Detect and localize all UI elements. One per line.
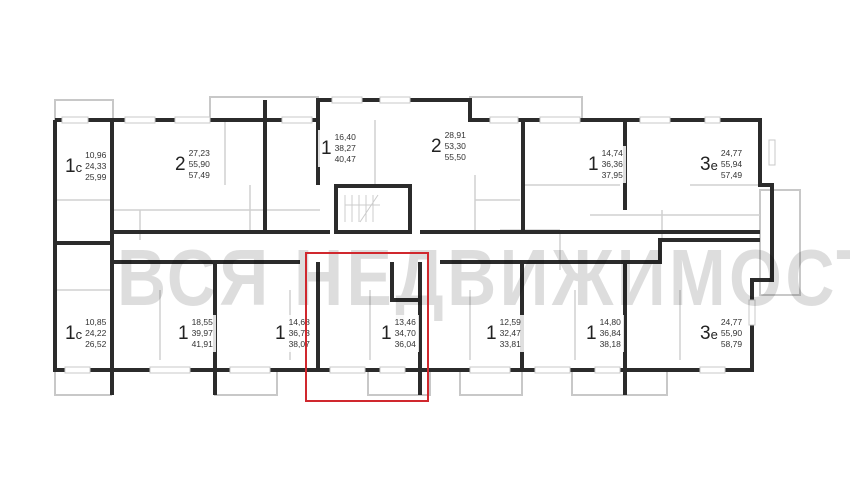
total-area: 55,94 xyxy=(720,159,743,169)
total-area-balcony: 25,99 xyxy=(85,172,107,182)
room-count: 1с xyxy=(65,322,83,344)
room-count: 2 xyxy=(175,153,186,175)
room-count: 1 xyxy=(275,322,286,344)
room-count: 1 xyxy=(321,137,332,159)
room-count: 2 xyxy=(431,135,442,157)
total-area-balcony: 57,49 xyxy=(188,170,210,180)
total-area: 24,22 xyxy=(85,328,107,338)
total-area-balcony: 38,18 xyxy=(599,339,621,349)
total-area-balcony: 36,04 xyxy=(394,339,416,349)
living-area: 18,55 xyxy=(191,317,213,327)
room-count: 1с xyxy=(65,155,83,177)
room-count: 1 xyxy=(486,322,497,344)
room-count: 1 xyxy=(586,322,597,344)
total-area: 39,97 xyxy=(191,328,213,338)
total-area-balcony: 55,50 xyxy=(444,152,466,162)
living-area: 27,23 xyxy=(188,148,210,158)
room-count: 1 xyxy=(381,322,392,344)
living-area: 28,91 xyxy=(444,130,466,140)
total-area: 34,70 xyxy=(394,328,416,338)
total-area: 55,90 xyxy=(720,328,743,338)
total-area: 32,47 xyxy=(499,328,521,338)
total-area: 36,84 xyxy=(599,328,621,338)
stairwell xyxy=(334,184,412,234)
total-area-balcony: 41,91 xyxy=(191,339,213,349)
living-area: 14,74 xyxy=(601,148,623,158)
total-area: 55,90 xyxy=(188,159,210,169)
total-area: 24,33 xyxy=(85,161,107,171)
room-count: 3е xyxy=(700,153,718,175)
total-area-balcony: 58,79 xyxy=(720,339,743,349)
living-area: 13,46 xyxy=(394,317,416,327)
living-area: 24,77 xyxy=(720,148,743,158)
room-count: 1 xyxy=(588,153,599,175)
living-area: 10,96 xyxy=(85,150,107,160)
total-area: 38,27 xyxy=(334,143,356,153)
total-area: 36,73 xyxy=(288,328,310,338)
living-area: 12,59 xyxy=(499,317,521,327)
watermark: ВСЯ НЕДВИЖИМОСТЬ xyxy=(117,233,850,322)
total-area-balcony: 40,47 xyxy=(334,154,356,164)
living-area: 10,85 xyxy=(85,317,107,327)
total-area-balcony: 33,81 xyxy=(499,339,521,349)
living-area: 14,80 xyxy=(599,317,621,327)
windows xyxy=(61,96,776,374)
total-area-balcony: 38,07 xyxy=(288,339,310,349)
living-area: 16,40 xyxy=(334,132,356,142)
room-count: 1 xyxy=(178,322,189,344)
total-area: 53,30 xyxy=(444,141,466,151)
selected-apartment-highlight xyxy=(305,252,429,402)
total-area-balcony: 26,52 xyxy=(85,339,107,349)
total-area-balcony: 57,49 xyxy=(720,170,743,180)
room-count: 3е xyxy=(700,322,718,344)
total-area-balcony: 37,95 xyxy=(601,170,623,180)
stairs xyxy=(344,194,380,223)
living-area: 14,68 xyxy=(288,317,310,327)
living-area: 24,77 xyxy=(720,317,743,327)
total-area: 36,36 xyxy=(601,159,623,169)
